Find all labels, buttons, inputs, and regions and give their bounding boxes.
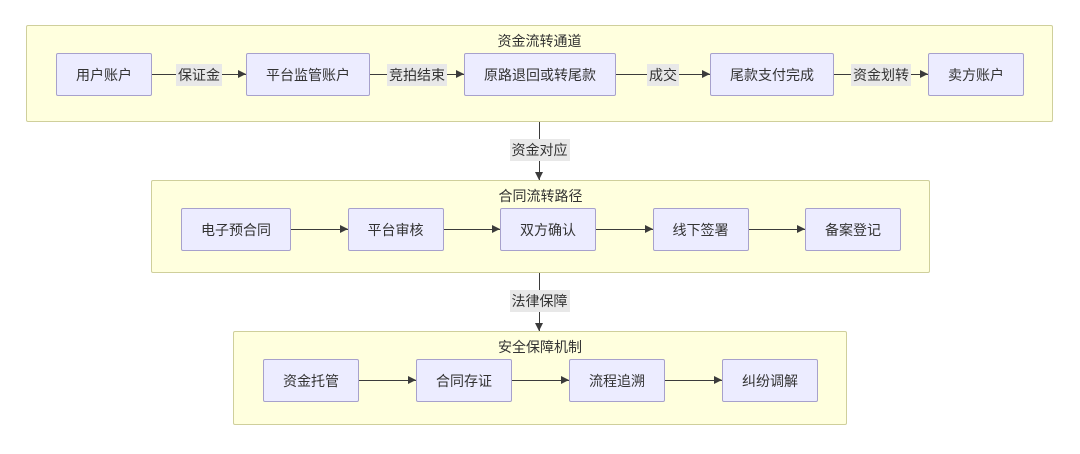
node-balance-paid: 尾款支付完成 [710, 53, 834, 96]
edge-fund-transfer: 资金划转 [834, 63, 928, 86]
connector-contract-to-security: 法律保障 [509, 273, 570, 331]
funds-flow-row: 用户账户 保证金 平台监管账户 竞拍结束 原路退回或转尾款 成交 尾款支付完成 … [56, 53, 1024, 96]
edge-contract-2 [443, 225, 500, 233]
edge-security-1 [359, 376, 416, 384]
edge-auction-end: 竞拍结束 [370, 63, 464, 86]
group-funds-title: 资金流转通道 [497, 33, 582, 49]
edge-security-2 [512, 376, 569, 384]
edge-label-deal: 成交 [647, 63, 679, 86]
node-platform-escrow-account: 平台监管账户 [246, 53, 370, 96]
group-security-title: 安全保障机制 [498, 339, 582, 355]
node-process-trace: 流程追溯 [569, 359, 665, 402]
node-seller-account: 卖方账户 [928, 53, 1024, 96]
connector-label-fund-mapping: 资金对应 [509, 138, 570, 161]
node-e-precontract: 电子预合同 [181, 208, 291, 251]
edge-security-3 [665, 376, 722, 384]
node-refund-or-balance: 原路退回或转尾款 [464, 53, 616, 96]
security-flow-row: 资金托管 合同存证 流程追溯 纠纷调解 [263, 359, 818, 402]
group-contract-title: 合同流转路径 [498, 188, 583, 204]
node-offline-signing: 线下签署 [652, 208, 749, 251]
connector-funds-to-contract: 资金对应 [509, 122, 570, 180]
node-contract-evidence: 合同存证 [416, 359, 512, 402]
node-dispute-mediation: 纠纷调解 [722, 359, 818, 402]
edge-deposit: 保证金 [152, 63, 246, 86]
edge-label-auction-end: 竞拍结束 [387, 63, 447, 86]
node-both-parties-confirm: 双方确认 [500, 208, 596, 251]
connector-label-legal-protection: 法律保障 [509, 289, 570, 312]
group-funds-flow: 资金流转通道 用户账户 保证金 平台监管账户 竞拍结束 原路退回或转尾款 成交 … [26, 25, 1053, 122]
node-fund-custody: 资金托管 [263, 359, 359, 402]
edge-contract-3 [596, 225, 653, 233]
group-security-mechanism: 安全保障机制 资金托管 合同存证 流程追溯 纠纷调解 [233, 331, 847, 425]
node-record-registration: 备案登记 [805, 208, 901, 251]
node-user-account: 用户账户 [56, 53, 152, 96]
edge-contract-4 [748, 225, 805, 233]
contract-flow-row: 电子预合同 平台审核 双方确认 线下签署 备案登记 [181, 208, 901, 251]
edge-label-deposit: 保证金 [176, 63, 222, 86]
edge-label-fund-transfer: 资金划转 [851, 63, 911, 86]
edge-contract-1 [291, 225, 348, 233]
node-platform-review: 平台审核 [347, 208, 444, 251]
group-contract-flow: 合同流转路径 电子预合同 平台审核 双方确认 线下签署 备案登记 [151, 180, 930, 273]
edge-deal: 成交 [616, 63, 710, 86]
